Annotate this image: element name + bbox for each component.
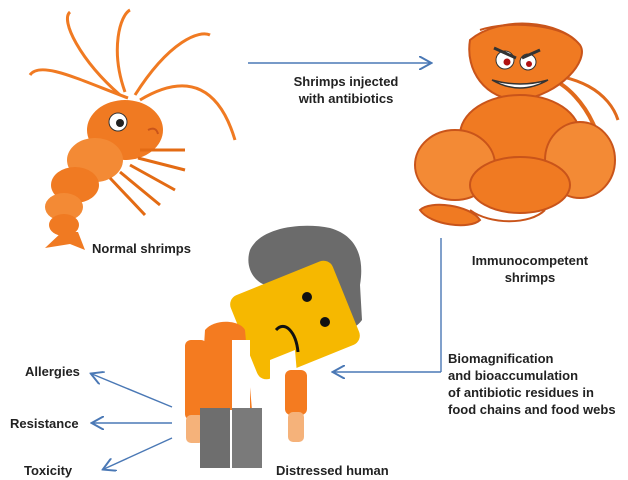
biomagnification-caption: Biomagnification and bioaccumulation of … — [448, 350, 616, 418]
normal-shrimps-label: Normal shrimps — [92, 240, 191, 257]
immuno-label-line-2: shrimps — [455, 269, 605, 286]
bio-caption-line-2: and bioaccumulation — [448, 367, 616, 384]
distressed-human-illustration — [185, 226, 363, 468]
distressed-human-label: Distressed human — [276, 462, 389, 479]
bio-caption-line-1: Biomagnification — [448, 350, 616, 367]
antibiotic-caption-line-1: Shrimps injected — [276, 73, 416, 90]
bio-caption-line-3: of antibiotic residues in — [448, 384, 616, 401]
immunocompetent-shrimps-label: Immunocompetent shrimps — [455, 252, 605, 286]
resistance-label: Resistance — [10, 415, 79, 432]
immunocompetent-shrimp-illustration — [415, 24, 618, 226]
toxicity-label: Toxicity — [24, 462, 72, 479]
normal-shrimp-illustration — [30, 10, 235, 250]
antibiotic-caption-line-2: with antibiotics — [276, 90, 416, 107]
allergies-label: Allergies — [25, 363, 80, 380]
bio-caption-line-4: food chains and food webs — [448, 401, 616, 418]
antibiotic-injection-caption: Shrimps injected with antibiotics — [276, 73, 416, 107]
arrow-to-toxicity — [104, 438, 172, 469]
immuno-label-line-1: Immunocompetent — [455, 252, 605, 269]
arrow-to-allergies — [92, 374, 172, 407]
